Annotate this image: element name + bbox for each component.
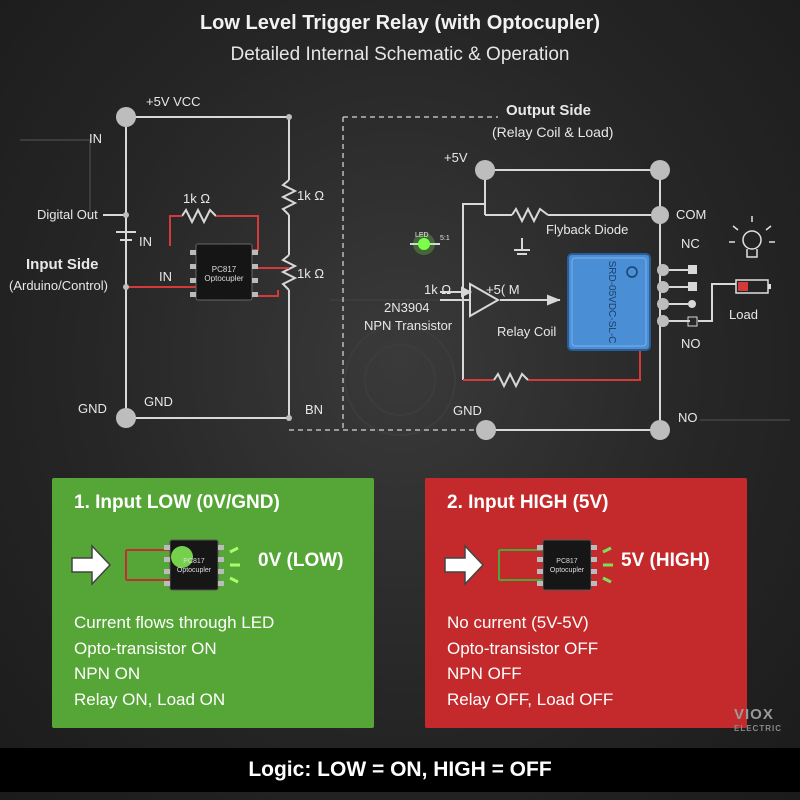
label-flyback: Flyback Diode bbox=[546, 222, 629, 237]
terminal-no-bottom bbox=[650, 420, 670, 440]
terminal-com bbox=[651, 206, 669, 224]
terminal-gnd-out bbox=[476, 420, 496, 440]
label-gnd-out: GND bbox=[453, 403, 482, 418]
label-com: COM bbox=[676, 207, 707, 222]
list-item: No current (5V-5V) bbox=[447, 613, 589, 632]
panel-input-low: 1. Input LOW (0V/GND) PC817 Optocupler 0… bbox=[52, 478, 374, 728]
panel-low-title: 1. Input LOW (0V/GND) bbox=[74, 492, 280, 513]
svg-text:SRD-05VDC-SL-C: SRD-05VDC-SL-C bbox=[606, 261, 617, 344]
svg-text:PC817: PC817 bbox=[183, 558, 205, 565]
base-resistor bbox=[493, 371, 529, 389]
list-item: Opto-transistor OFF bbox=[447, 638, 599, 658]
panel-high-lines: No current (5V-5V) Opto-transistor OFF N… bbox=[447, 610, 613, 712]
label-r2: 1k Ω bbox=[297, 188, 325, 203]
battery-symbol bbox=[116, 231, 136, 241]
background-traces bbox=[20, 139, 790, 436]
svg-text:Optocupler: Optocupler bbox=[177, 567, 212, 574]
list-item: NPN ON bbox=[74, 664, 141, 683]
list-item: Opto-transistor ON bbox=[74, 638, 217, 658]
input-red-wires bbox=[126, 215, 289, 297]
list-item: Current flows through LED bbox=[74, 613, 275, 632]
label-output-side-sub: (Relay Coil & Load) bbox=[492, 124, 614, 140]
label-relay-coil: Relay Coil bbox=[497, 324, 557, 339]
arrow-icon bbox=[71, 544, 112, 586]
label-transistor-type: NPN Transistor bbox=[364, 318, 453, 333]
npn-transistor bbox=[469, 282, 501, 318]
label-in-low: IN bbox=[159, 269, 172, 284]
page-subtitle: Detailed Internal Schematic & Operation bbox=[230, 44, 570, 65]
load-battery-icon bbox=[735, 279, 771, 294]
bulb-icon bbox=[729, 216, 775, 258]
panel-high-state: 5V (HIGH) bbox=[621, 550, 710, 571]
resistor-r2 bbox=[280, 179, 298, 216]
label-bn: BN bbox=[305, 402, 324, 417]
optocoupler-chip bbox=[190, 243, 258, 301]
label-led-r: 5:1 bbox=[440, 235, 450, 242]
label-load: Load bbox=[729, 307, 758, 322]
label-output-side: Output Side bbox=[506, 102, 591, 119]
panel-low-lines: Current flows through LED Opto-transisto… bbox=[74, 610, 274, 712]
label-input-side: Input Side bbox=[26, 256, 99, 273]
label-r-in: 1k Ω bbox=[424, 282, 452, 297]
svg-text:Optocupler: Optocupler bbox=[550, 567, 585, 574]
panel-high-title: 2. Input HIGH (5V) bbox=[447, 492, 609, 513]
label-led: LED bbox=[415, 232, 429, 239]
label-r1: 1k Ω bbox=[183, 191, 211, 206]
schematic-diagram: SRD-05VDC-SL-C bbox=[20, 107, 790, 440]
label-in-top: IN bbox=[89, 131, 102, 146]
list-item: NPN OFF bbox=[447, 664, 522, 683]
label-input-side-sub: (Arduino/Control) bbox=[9, 278, 108, 293]
list-item: Relay ON, Load ON bbox=[74, 689, 226, 709]
label-vplus: +5V bbox=[444, 150, 468, 165]
relay-module: SRD-05VDC-SL-C bbox=[567, 253, 651, 351]
terminal-gnd bbox=[116, 408, 136, 428]
label-nc: NC bbox=[681, 236, 700, 251]
label-gnd-mid: GND bbox=[144, 394, 173, 409]
resistor-r3 bbox=[280, 254, 298, 291]
panel-low-illustration: PC817 Optocupler bbox=[71, 539, 240, 591]
panel-input-high: 2. Input HIGH (5V) PC817 Optocupler 5V (… bbox=[425, 478, 747, 728]
label-no-mid: NO bbox=[681, 336, 701, 351]
label-digital-out: Digital Out bbox=[37, 207, 98, 222]
label-transistor-code: 2N3904 bbox=[384, 300, 430, 315]
terminal-com-top bbox=[650, 160, 670, 180]
brand-logo: VIOX ELECTRIC bbox=[734, 706, 782, 733]
page-title: Low Level Trigger Relay (with Optocupler… bbox=[199, 12, 601, 34]
list-item: Relay OFF, Load OFF bbox=[447, 689, 614, 709]
glow-icon bbox=[171, 546, 193, 568]
output-red-wires bbox=[463, 349, 641, 381]
terminal-vplus bbox=[475, 160, 495, 180]
label-in-mid: IN bbox=[139, 234, 152, 249]
panel-high-illustration: PC817 Optocupler bbox=[444, 539, 613, 591]
label-r3: 1k Ω bbox=[297, 266, 325, 281]
terminal-vcc bbox=[116, 107, 136, 127]
label-gnd-left: GND bbox=[78, 401, 107, 416]
isolation-boundary bbox=[289, 116, 498, 431]
resistor-r1 bbox=[181, 207, 217, 225]
panel-low-state: 0V (LOW) bbox=[258, 550, 344, 571]
label-no-bottom: NO bbox=[678, 410, 698, 425]
footer-logic: Logic: LOW = ON, HIGH = OFF bbox=[0, 748, 800, 792]
input-wires bbox=[103, 116, 290, 419]
arrow-icon bbox=[444, 544, 485, 586]
led-indicator bbox=[413, 233, 435, 255]
load-contacts bbox=[669, 269, 736, 322]
label-vcc: +5V VCC bbox=[146, 94, 201, 109]
flyback-resistor bbox=[511, 206, 549, 224]
label-v5m: +5( M bbox=[486, 282, 520, 297]
svg-text:PC817: PC817 bbox=[556, 558, 578, 565]
